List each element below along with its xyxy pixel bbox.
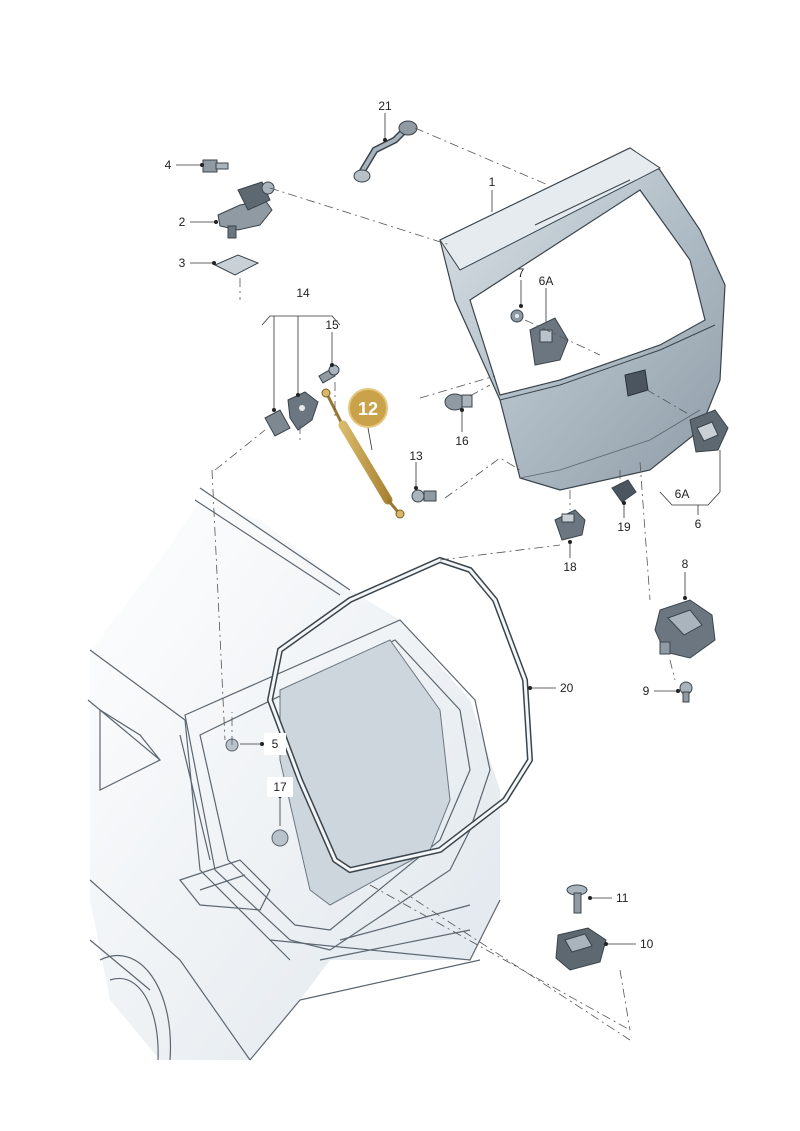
car-body	[87, 487, 501, 1061]
callout-6: 6	[695, 517, 702, 531]
callout-13: 13	[409, 449, 423, 463]
highlight-circle	[348, 388, 388, 428]
callout-6A-bottom: 6A	[675, 487, 690, 501]
handle-part-6	[689, 409, 729, 453]
callout-16: 16	[455, 434, 469, 448]
callout-labels: 21 1 4 2 3 7 6A 14 15 12 16 13 6A 6 19 1…	[165, 99, 702, 951]
callout-7: 7	[518, 266, 525, 280]
ball-pin-part-13	[411, 489, 437, 503]
callout-19: 19	[617, 520, 631, 534]
weatherstrip-seal	[266, 556, 534, 874]
bolt-part-15	[318, 364, 340, 384]
callout-3: 3	[179, 256, 186, 270]
callout-15: 15	[325, 318, 339, 332]
callout-17: 17	[273, 780, 287, 794]
nut-part-7	[510, 309, 524, 323]
callout-21: 21	[378, 99, 392, 113]
clip-part-19	[611, 479, 637, 503]
strut-bracket-part-14	[264, 391, 319, 437]
callout-4: 4	[165, 158, 172, 172]
screw-part-11	[566, 884, 588, 914]
leader-lines	[176, 113, 721, 945]
callout-17-box	[267, 777, 293, 797]
callout-18: 18	[563, 560, 577, 574]
highlight-badge: 12	[348, 388, 388, 428]
callout-20: 20	[560, 681, 574, 695]
lock-part-8	[654, 599, 716, 659]
hinge-part-2	[217, 181, 275, 239]
callout-1: 1	[489, 175, 496, 189]
callout-5-box	[264, 733, 286, 755]
striker-part-10	[555, 927, 607, 971]
callout-14: 14	[296, 286, 310, 300]
callout-10: 10	[640, 937, 654, 951]
switch-part-6A-upper	[529, 317, 569, 366]
buffer-part-16	[444, 393, 473, 411]
bolt-part-4	[202, 159, 229, 173]
callout-2: 2	[179, 215, 186, 229]
gasket-part-3	[213, 254, 260, 276]
callout-5: 5	[272, 737, 279, 751]
gas-strut-part-12	[321, 388, 405, 519]
callout-8: 8	[682, 557, 689, 571]
callout-9: 9	[643, 684, 650, 698]
assembly-lines	[211, 127, 691, 1041]
callout-11: 11	[616, 891, 629, 905]
screw-part-9	[679, 681, 693, 703]
callout-12: 12	[358, 399, 378, 419]
tailgate	[439, 147, 726, 491]
buffer-part-18	[554, 509, 586, 541]
cable-guide-part-21	[353, 120, 418, 183]
callout-6A-top: 6A	[539, 274, 554, 288]
